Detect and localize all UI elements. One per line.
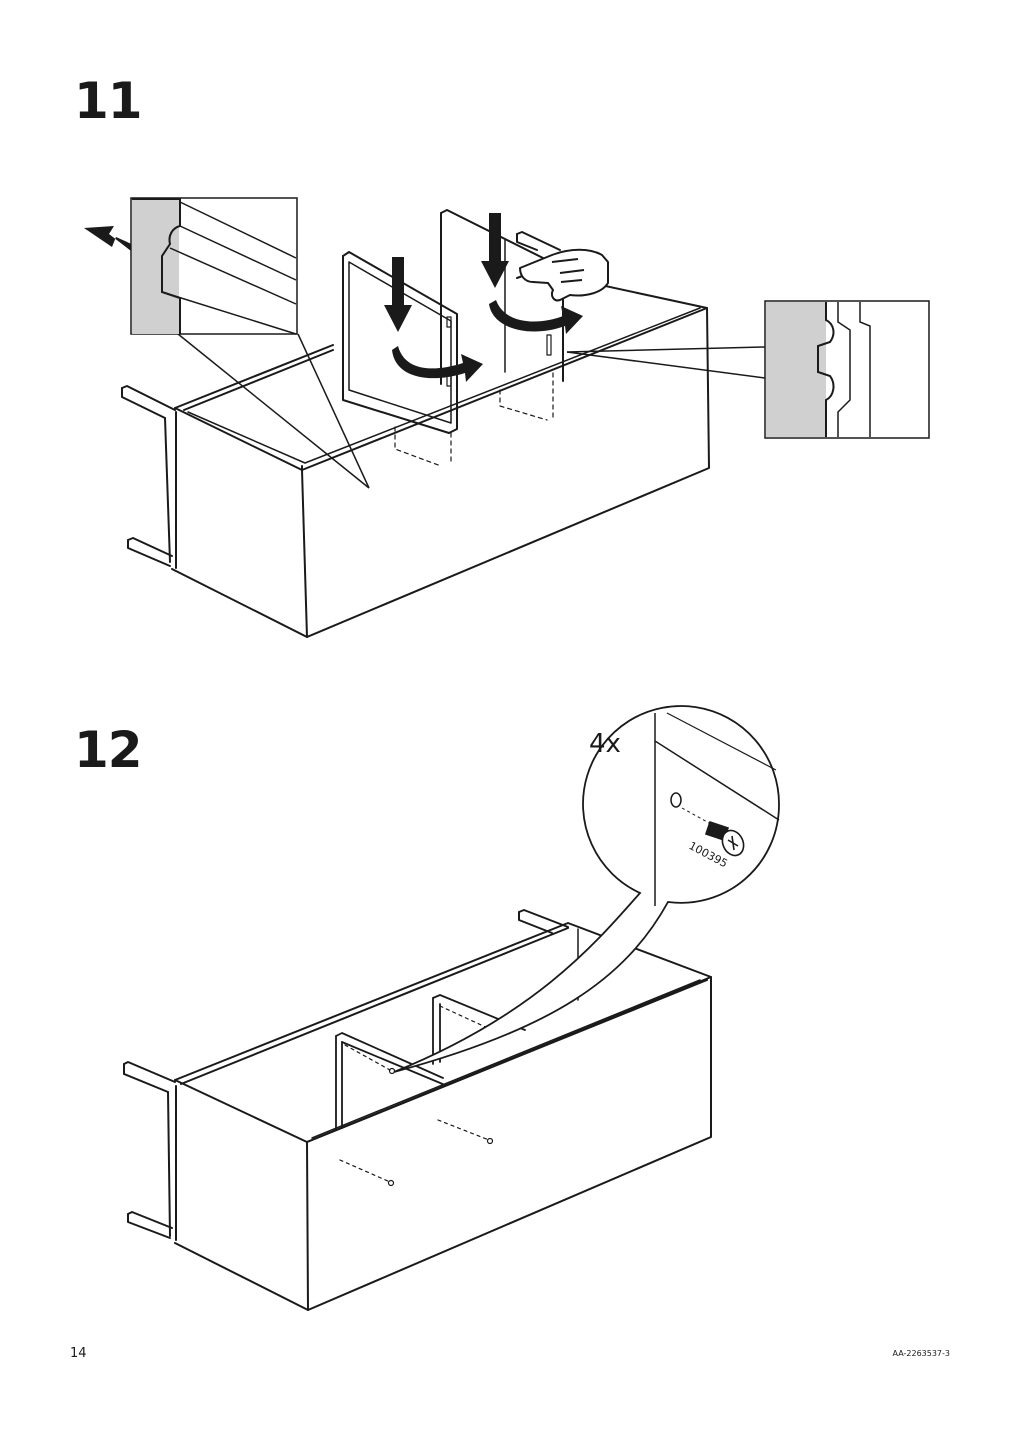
document-id: AA-2263537-3 bbox=[892, 1349, 950, 1358]
cabinet-body bbox=[174, 922, 712, 1311]
step-12-illustration: 100395 4x bbox=[123, 705, 780, 1311]
divider-panel-right bbox=[440, 209, 564, 385]
screw-guides bbox=[339, 1005, 493, 1183]
step-11-number: 11 bbox=[74, 72, 143, 130]
divider-panel-left bbox=[342, 251, 458, 434]
zoom-callout-content bbox=[654, 712, 780, 906]
arrow-turn-icon bbox=[392, 300, 583, 382]
page-number: 14 bbox=[70, 1346, 87, 1361]
screw-icon bbox=[704, 820, 745, 857]
step-11-illustration bbox=[84, 197, 930, 638]
cabinet-legs bbox=[121, 231, 561, 569]
guide-lines bbox=[394, 372, 554, 467]
step-12-number: 12 bbox=[74, 721, 143, 779]
pointing-hand-icon bbox=[519, 248, 609, 302]
quantity-label: 4x bbox=[589, 729, 621, 759]
cabinet-legs bbox=[123, 909, 569, 1241]
zoom-detail-right bbox=[566, 300, 930, 439]
arrow-down-icon bbox=[384, 213, 509, 332]
zoom-detail-left bbox=[130, 197, 370, 489]
zoom-callout bbox=[393, 705, 780, 1073]
